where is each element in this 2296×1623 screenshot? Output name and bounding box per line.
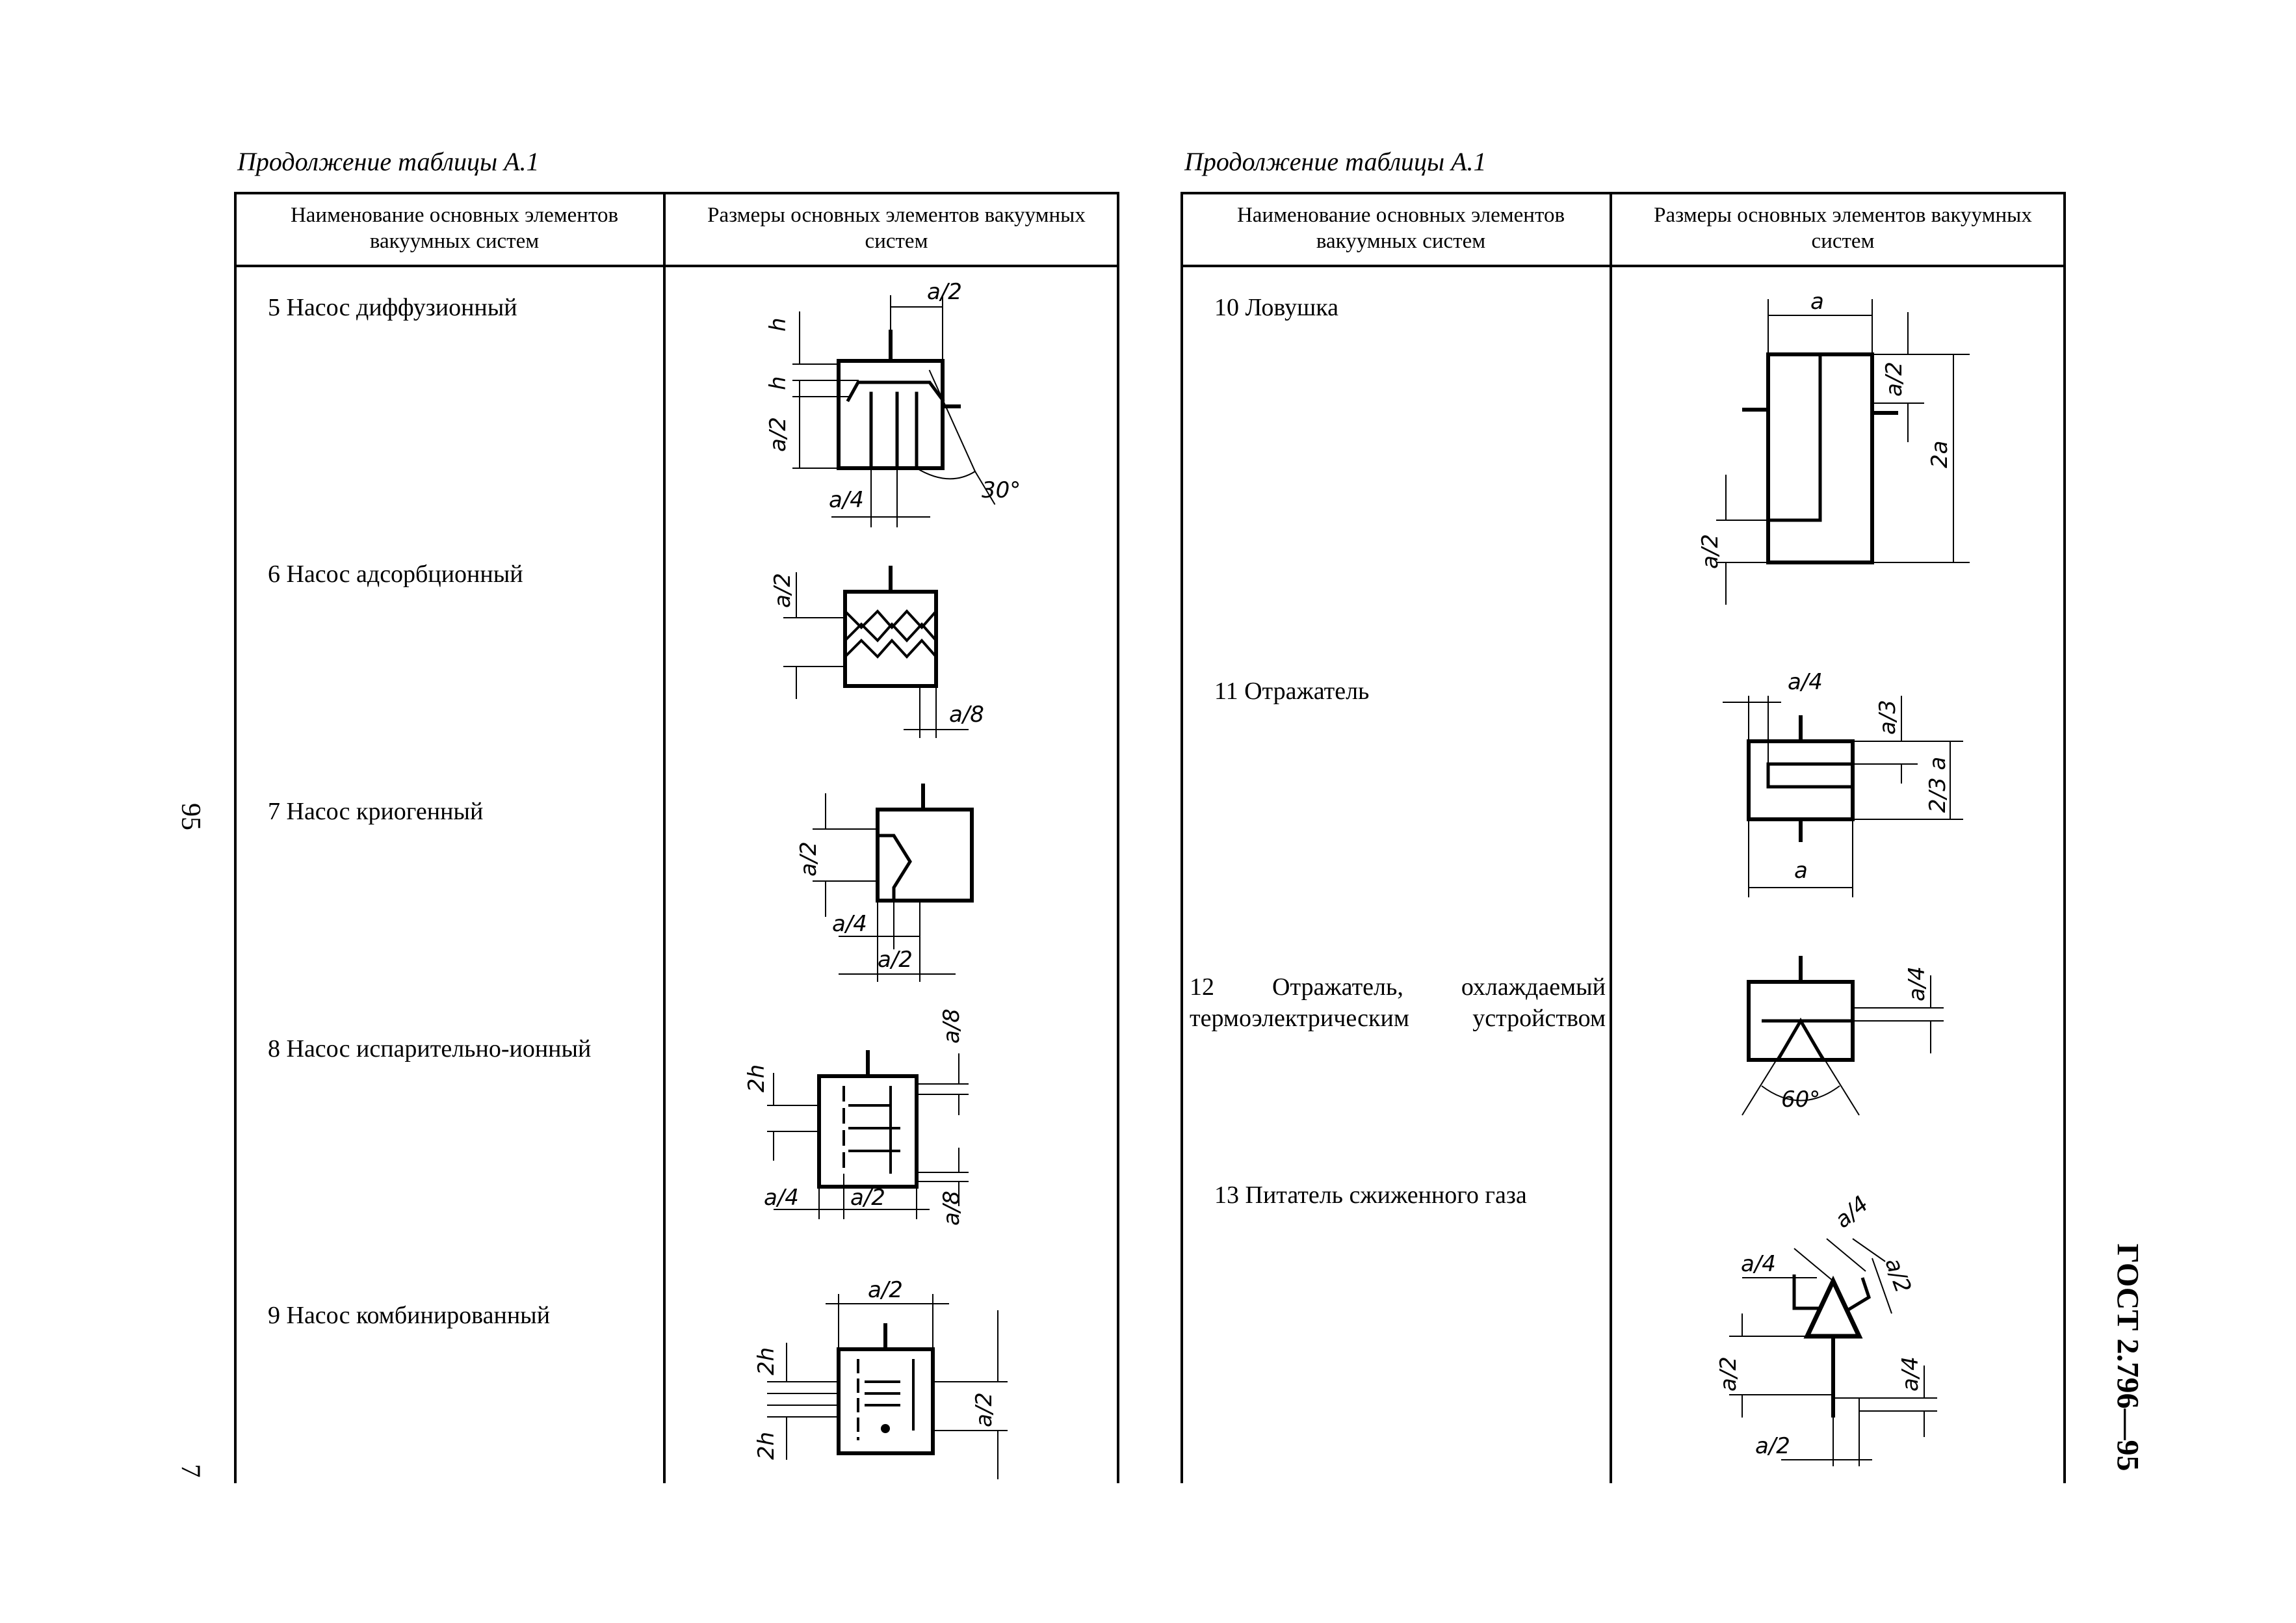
figure-adsorption-pump: a/2 a/8	[770, 566, 984, 738]
dim-a-top: a	[1810, 289, 1824, 315]
left-table-column-divider	[663, 194, 666, 1483]
figure-cooled-reflector: a/4 60°	[1742, 956, 1944, 1116]
dim-2h-bottom: 2h	[753, 1432, 779, 1460]
dim-a-bottom: a	[1794, 858, 1808, 884]
row-13-label: 13 Питатель сжиженного газа	[1214, 1181, 1527, 1209]
angle-30: 30°	[982, 477, 1021, 503]
dim-a2-diagonal: a/2	[1880, 1254, 1916, 1296]
dim-two-thirds-a: 2/3 a	[1925, 757, 1951, 813]
dim-a4: a/4	[1788, 669, 1823, 695]
dim-a4: a/4	[832, 911, 867, 937]
row-5-label: 5 Насос диффузионный	[268, 294, 517, 321]
dim-a2-bottom: a/2	[878, 947, 913, 973]
dim-a2-right: a/2	[971, 1392, 997, 1427]
row-7-label: 7 Насос криогенный	[268, 798, 484, 825]
dim-a4-left: a/4	[1741, 1251, 1776, 1277]
left-header-col1: Наименование основных элементов вакуумны…	[290, 204, 619, 253]
page-number: 95	[176, 803, 205, 830]
right-header-col2: Размеры основных элементов вакуумных сис…	[1654, 204, 2032, 253]
dim-a3: a/3	[1875, 700, 1901, 735]
left-table-header: Наименование основных элементов вакуумны…	[237, 194, 1117, 267]
standard-designation: ГОСТ 2.796—95	[2110, 1243, 2145, 1471]
row-11-label: 11 Отражатель	[1214, 678, 1370, 705]
dim-a2-left: a/2	[796, 841, 822, 877]
row-6-label: 6 Насос адсорбционный	[268, 561, 523, 588]
right-table-column-divider	[1610, 194, 1612, 1483]
figure-combined-pump: a/2 2h 2h a/2	[753, 1277, 1008, 1479]
figure-evaporation-ion-pump: 2h a/8 a/8 a/4 a/2	[744, 1009, 969, 1226]
dim-a4: a/4	[764, 1185, 799, 1211]
dim-a8-top: a/8	[939, 1009, 965, 1044]
dim-a2-top: a/2	[868, 1277, 903, 1303]
row-10-label: 10 Ловушка	[1214, 294, 1338, 321]
angle-60: 60°	[1781, 1087, 1820, 1113]
figure-cryogenic-pump: a/2 a/4 a/2	[796, 784, 974, 982]
left-table: Наименование основных элементов вакуумны…	[234, 192, 1119, 1483]
row-9-label: 9 Насос комбинированный	[268, 1302, 551, 1329]
left-table-caption: Продолжение таблицы А.1	[237, 147, 540, 176]
right-table: Наименование основных элементов вакуумны…	[1181, 192, 2066, 1483]
right-table-caption: Продолжение таблицы А.1	[1184, 147, 1487, 176]
dim-a4-top: a/4	[1830, 1191, 1873, 1234]
dim-a4-bottom: a/4	[829, 487, 864, 513]
dim-a2: a/2	[770, 573, 796, 608]
right-table-header: Наименование основных элементов вакуумны…	[1183, 194, 2063, 267]
figure-diffusion-pump: a/2 h h a/2 a/4 30°	[765, 279, 1021, 527]
side-number: 7	[175, 1464, 205, 1478]
row-8-label: 8 Насос испарительно-ионный	[268, 1035, 592, 1062]
row-12-label: 12 Отражатель, охлаждаемый термоэлектрич…	[1190, 973, 1606, 1032]
dim-a2: a/2	[850, 1185, 885, 1211]
dim-2h: 2h	[744, 1064, 770, 1092]
figure-liquefied-gas-feeder: a/4 a/4 a/2 a/2 a/4 a/2	[1715, 1191, 1937, 1466]
dim-a2-left: a/2	[1715, 1356, 1742, 1392]
figure-trap: a a/2 2a a/2	[1697, 289, 1970, 605]
dim-h-mid: h	[765, 376, 791, 390]
dim-2h-top: 2h	[753, 1347, 779, 1375]
figure-reflector: a/4 a/3 2/3 a a	[1723, 669, 1963, 897]
right-header-col1: Наименование основных элементов вакуумны…	[1236, 204, 1565, 253]
dim-a2-left: a/2	[1697, 534, 1723, 569]
dim-2a: 2a	[1927, 441, 1953, 468]
dim-h-top: h	[765, 317, 791, 332]
dim-a2-right: a/2	[1881, 362, 1907, 397]
dim-a2-top: a/2	[927, 279, 962, 305]
dim-a4-right: a/4	[1898, 1356, 1924, 1392]
dim-a8: a/8	[949, 702, 984, 728]
dim-a4: a/4	[1904, 966, 1930, 1001]
dim-a2-left: a/2	[765, 417, 791, 452]
dim-a2-bottom: a/2	[1755, 1433, 1790, 1459]
dim-a8-bottom: a/8	[939, 1191, 965, 1226]
left-header-col2: Размеры основных элементов вакуумных сис…	[707, 204, 1086, 253]
